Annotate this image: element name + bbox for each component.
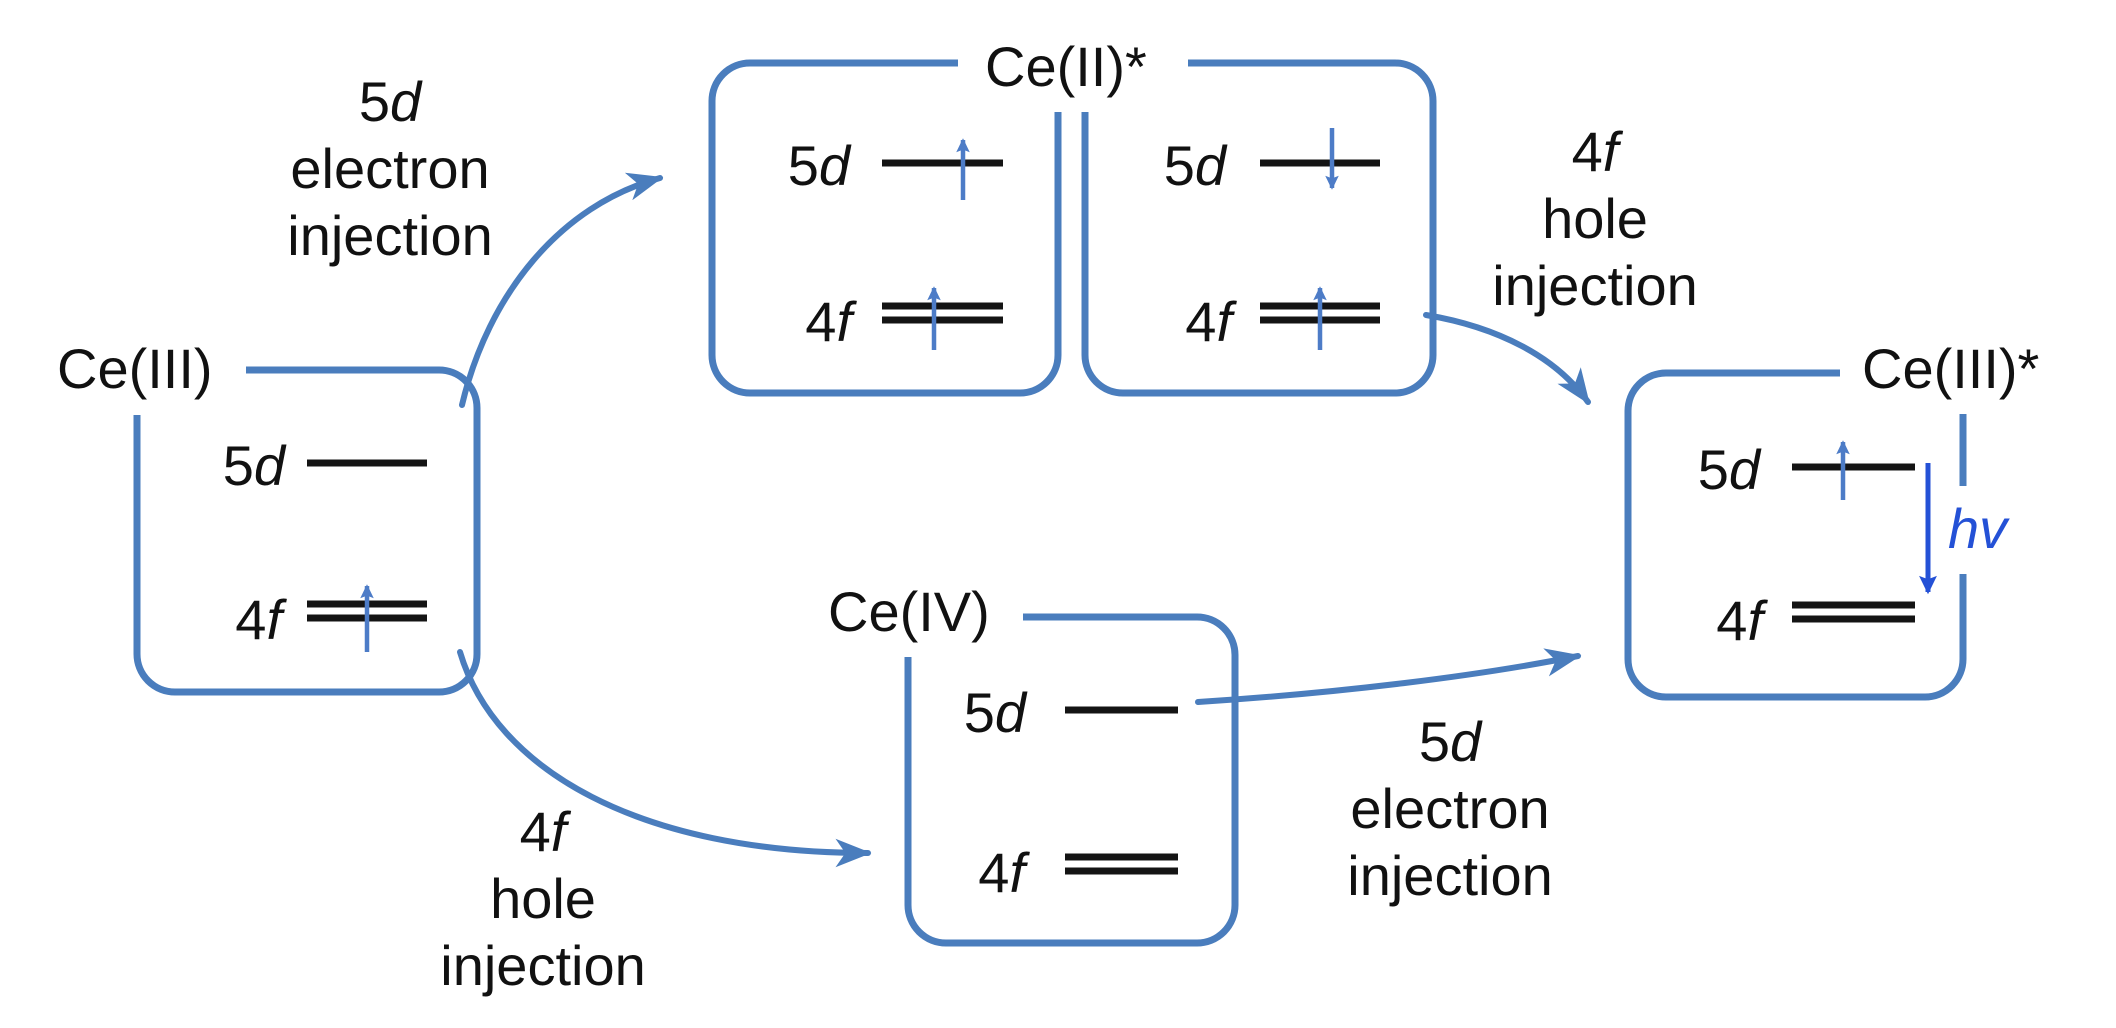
ce3-label-gap [118,345,246,415]
ce2L-4f-orbital-label: 4f [805,290,852,353]
ce4-4f-orbital-label: 4f [978,841,1025,904]
process-label-4f-hole-injection-top: 4f hole injection [1492,120,1698,317]
ce4-5d-orbital-label: 5d [963,681,1026,744]
ce2L-5d-orbital-label: 5d [787,134,850,197]
process-label-5d-electron-injection-bottom: 5d electron injection [1347,710,1553,907]
ce3s-state-label: Ce(III)* [1862,337,2040,400]
ce4-state-label: Ce(IV) [828,580,990,643]
hv-photon-label: hv [1948,497,2008,560]
ce3-5d-orbital-label: 5d [222,434,285,497]
process-label-5d-electron-injection-top: 5d electron injection [287,70,493,267]
ce3s-5d-orbital-label: 5d [1697,438,1760,501]
ce2-state-label: Ce(II)* [985,35,1147,98]
ce3-state-label: Ce(III) [57,337,213,400]
ce2-right-box [1081,59,1437,397]
ce2R-5d-orbital-label: 5d [1163,134,1226,197]
process-label-4f-hole-injection-bottom: 4f hole injection [440,800,646,997]
ce3-4f-orbital-label: 4f [235,588,282,651]
ce3s-4f-orbital-label: 4f [1716,589,1763,652]
ce2-label-gap [958,28,1188,112]
arrow-4f-hole-injection-bottom [457,649,872,868]
hv-label-gap [1936,486,1990,574]
ce2-left-box [708,59,1062,397]
ce3-box [133,366,481,696]
arrow-4f-hole-injection-top [1423,312,1591,405]
arrow-5d-electron-injection-top [459,172,664,408]
ce3s-label-gap [1840,336,2060,414]
arrow-5d-electron-injection-bottom [1195,648,1582,705]
ce4-label-gap [858,583,1023,657]
ce4-box [904,613,1239,947]
ce2R-4f-orbital-label: 4f [1185,290,1232,353]
